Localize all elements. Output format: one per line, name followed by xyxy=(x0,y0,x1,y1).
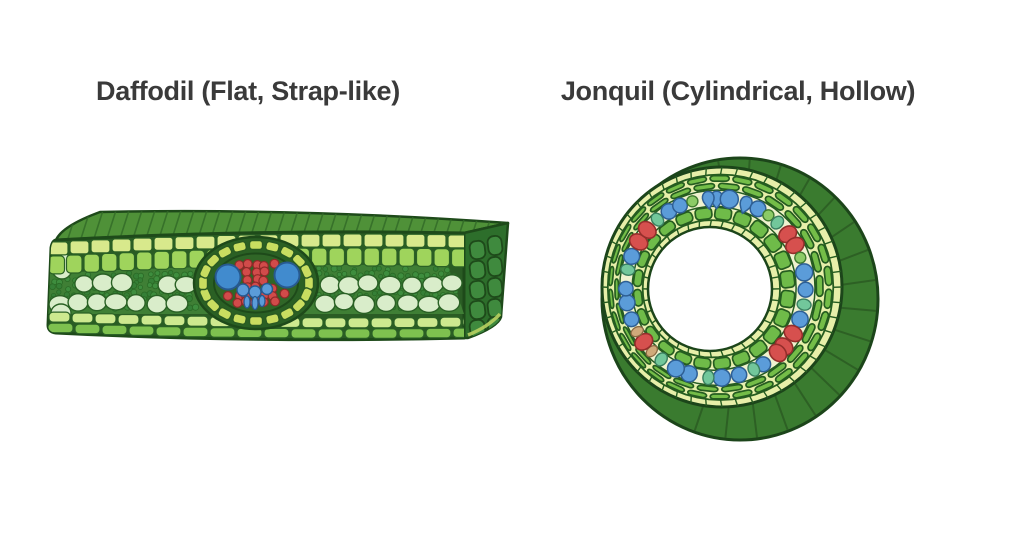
jonquil-hollow-center xyxy=(646,225,774,353)
daffodil-cut-end xyxy=(462,221,510,340)
jonquil-cross-section xyxy=(600,156,880,442)
xylem-vessel-left xyxy=(214,263,242,291)
daffodil-cross-section xyxy=(46,209,510,342)
jonquil-title: Jonquil (Cylindrical, Hollow) xyxy=(560,76,916,106)
jonquil-outer-epidermis xyxy=(601,166,843,408)
daffodil-title: Daffodil (Flat, Strap-like) xyxy=(96,76,400,106)
daffodil-lower-epidermis xyxy=(48,311,464,339)
xylem-vessel-right xyxy=(273,261,301,289)
bundle-sheath-ring xyxy=(197,239,315,327)
jonquil-mesophyll-mid-row xyxy=(614,182,824,393)
jonquil-vascular-ring xyxy=(617,189,814,387)
xylem-fan xyxy=(236,282,274,311)
jonquil-mesophyll-inner-row xyxy=(632,206,796,371)
daffodil-vascular-bundle xyxy=(192,235,320,331)
jonquil-mesophyll-outer-row xyxy=(608,174,833,400)
